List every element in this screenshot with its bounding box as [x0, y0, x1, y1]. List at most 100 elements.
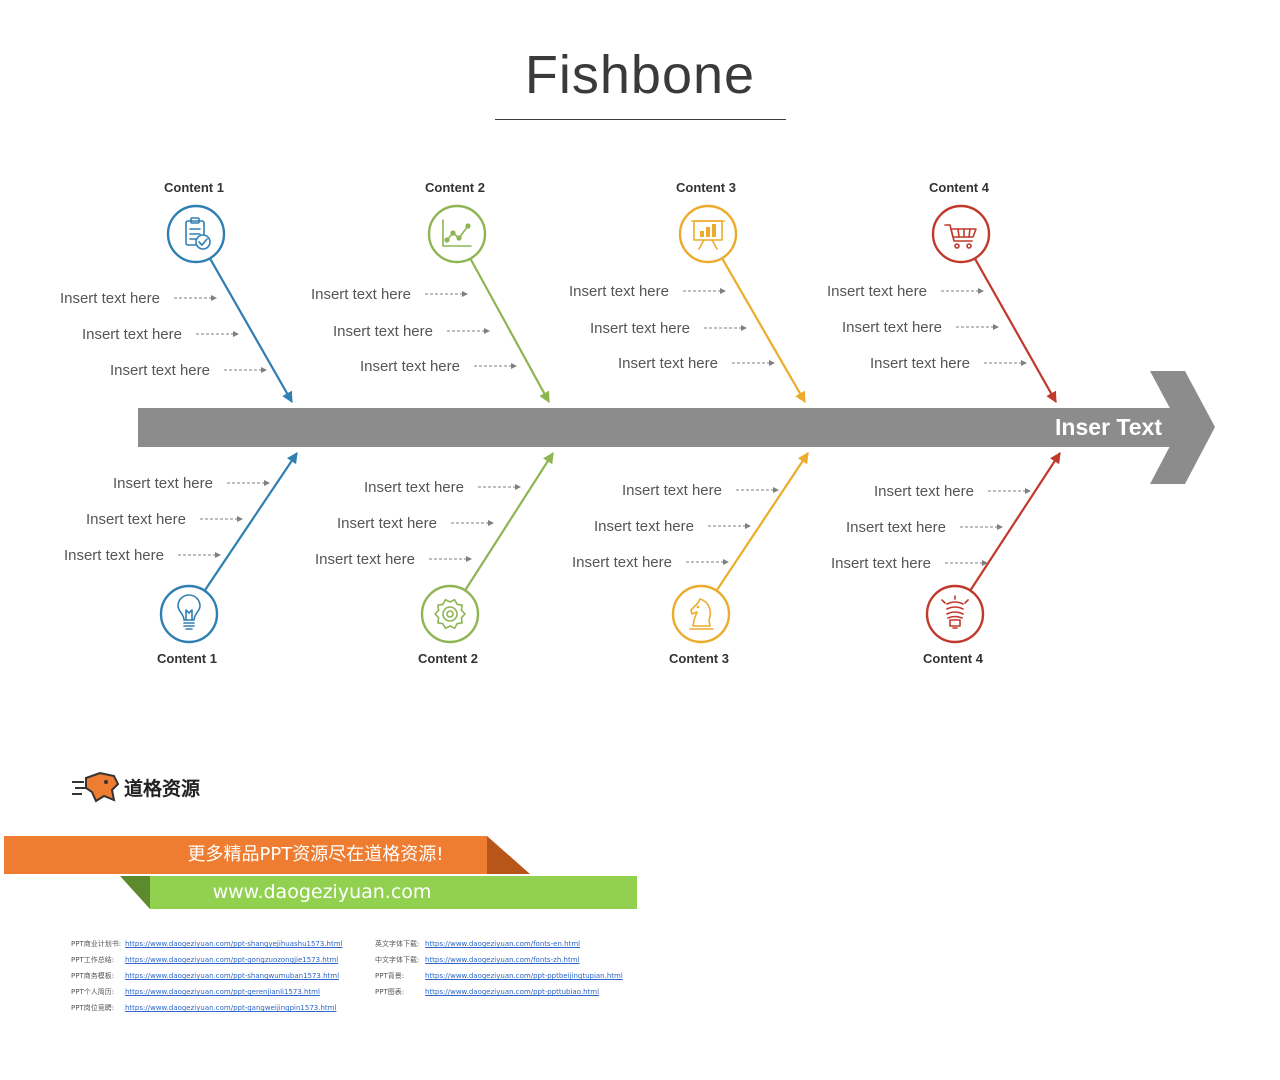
branch-item-label: Insert text here: [86, 511, 186, 528]
bone-line: [973, 257, 1057, 403]
item-pointer-head: [993, 324, 999, 330]
shopping-cart-icon: [944, 224, 977, 249]
item-pointer-head: [720, 288, 726, 294]
title-underline: [495, 119, 786, 120]
bone-line: [969, 452, 1061, 592]
bone-line: [715, 452, 809, 592]
branch-item-label: Insert text here: [846, 519, 946, 536]
spine-bar: [138, 408, 1200, 447]
branch-heading: Content 2: [425, 180, 485, 195]
branch-heading: Content 2: [418, 651, 478, 666]
item-pointer-head: [484, 328, 490, 334]
resource-link-row: PPT工作总结: https://www.daogeziyuan.com/ppt-…: [71, 952, 343, 968]
branch-item-label: Insert text here: [831, 555, 931, 572]
item-pointer-head: [1021, 360, 1027, 366]
icon-circle: [925, 584, 985, 644]
icon-circle: [427, 204, 487, 264]
branch-item-label: Insert text here: [827, 283, 927, 300]
branch-item-label: Insert text here: [569, 283, 669, 300]
item-pointer-head: [215, 552, 221, 558]
resource-url[interactable]: https://www.daogeziyuan.com/ppt-gangweij…: [125, 1004, 337, 1012]
branch-heading: Content 4: [929, 180, 990, 195]
resource-label: PPT工作总结:: [71, 956, 115, 964]
item-pointer-head: [466, 556, 472, 562]
branch-item-label: Insert text here: [870, 355, 970, 372]
energy-bulb-icon: [941, 595, 969, 629]
item-pointer-head: [997, 524, 1003, 530]
item-pointer-head: [773, 487, 779, 493]
branch-item-label: Insert text here: [618, 355, 718, 372]
item-pointer-head: [511, 363, 517, 369]
clipboard-check-icon: [185, 217, 211, 250]
resource-links-left: PPT商业计划书:https://www.daogeziyuan.com/ppt…: [71, 936, 343, 1016]
resource-label: PPT个人简历:: [71, 988, 115, 996]
branch-heading: Content 3: [669, 651, 729, 666]
resource-link-row: PPT商务模板:https://www.daogeziyuan.com/ppt-…: [71, 968, 343, 984]
resource-link-row: PPT背景: https://www.daogeziyuan.com/ppt-pp…: [375, 968, 623, 984]
item-pointer-head: [741, 325, 747, 331]
presentation-board-icon: [691, 220, 725, 250]
branch-heading: Content 3: [676, 180, 736, 195]
spine-label: Inser Text: [1055, 414, 1162, 440]
item-pointer-head: [769, 360, 775, 366]
resource-label: PPT背景:: [375, 972, 405, 980]
branch-item-label: Insert text here: [337, 515, 437, 532]
banner-folds: [120, 836, 530, 909]
item-pointer-head: [462, 291, 468, 297]
lightbulb-icon: [177, 594, 201, 630]
promo-banner: 更多精品PPT资源尽在道格资源!: [4, 836, 487, 874]
branch-item-label: Insert text here: [622, 482, 722, 499]
item-pointer-head: [982, 560, 988, 566]
resource-link-row: PPT图表: https://www.daogeziyuan.com/ppt-pp…: [375, 984, 623, 1000]
resource-link-row: 英文字体下载:https://www.daogeziyuan.com/fonts…: [375, 936, 623, 952]
promo-banner-text: 更多精品PPT资源尽在道格资源!: [187, 844, 444, 865]
icon-circle: [931, 204, 991, 264]
bone-line: [721, 257, 806, 403]
branch-item-label: Insert text here: [82, 326, 182, 343]
bone-line: [208, 257, 293, 403]
resource-url[interactable]: https://www.daogeziyuan.com/fonts-zh.htm…: [425, 956, 580, 964]
website-link[interactable]: www.daogeziyuan.com: [212, 881, 432, 903]
item-pointer-head: [211, 295, 217, 301]
branch-item-label: Insert text here: [360, 358, 460, 375]
item-pointer-head: [515, 484, 521, 490]
resource-url[interactable]: https://www.daogeziyuan.com/ppt-pptbeiji…: [425, 972, 623, 980]
resource-url[interactable]: https://www.daogeziyuan.com/ppt-gongzuoz…: [125, 956, 339, 964]
line-chart-icon: [442, 219, 472, 247]
bone-line: [464, 452, 554, 591]
resource-url[interactable]: https://www.daogeziyuan.com/ppt-shangwum…: [125, 972, 340, 980]
item-pointer-head: [488, 520, 494, 526]
bone-line: [203, 452, 298, 592]
resource-label: PPT图表:: [375, 988, 405, 996]
resource-url[interactable]: https://www.daogeziyuan.com/ppt-shangyej…: [125, 940, 343, 948]
branch-item-label: Insert text here: [60, 290, 160, 307]
branch-item-label: Insert text here: [590, 320, 690, 337]
item-pointer-head: [233, 331, 239, 337]
branch-item-label: Insert text here: [110, 362, 210, 379]
resource-label: PPT商业计划书:: [71, 940, 122, 948]
branch-item-label: Insert text here: [333, 323, 433, 340]
resource-label: PPT岗位竞聘:: [71, 1004, 115, 1012]
resource-url[interactable]: https://www.daogeziyuan.com/ppt-gerenjia…: [125, 988, 320, 996]
item-pointer-head: [264, 480, 270, 486]
gear-icon: [434, 598, 466, 630]
branch-item-label: Insert text here: [874, 483, 974, 500]
item-pointer-head: [1025, 488, 1031, 494]
resource-url[interactable]: https://www.daogeziyuan.com/ppt-ppttubia…: [425, 988, 600, 996]
website-banner: www.daogeziyuan.com: [150, 876, 637, 909]
spine: Inser Text: [138, 371, 1215, 484]
branch-item-label: Insert text here: [594, 518, 694, 535]
item-pointer-head: [745, 523, 751, 529]
resource-url[interactable]: https://www.daogeziyuan.com/fonts-en.htm…: [425, 940, 581, 948]
resource-label: 中文字体下载:: [375, 956, 420, 964]
resource-link-row: PPT岗位竞聘: https://www.daogeziyuan.com/ppt-…: [71, 1000, 343, 1016]
bone-line: [469, 258, 550, 403]
